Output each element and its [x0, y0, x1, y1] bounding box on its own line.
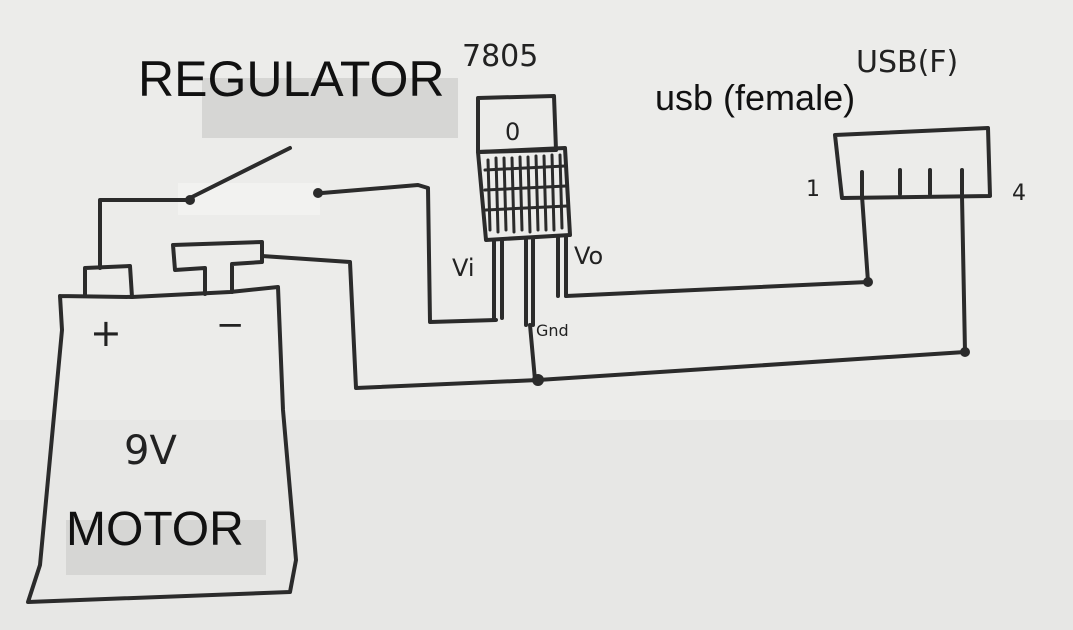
usb-housing	[833, 126, 992, 200]
switch-tape	[178, 183, 320, 215]
usb-typed-label: usb (female)	[655, 77, 855, 118]
wire-ground-rail	[260, 254, 967, 390]
wire-usb-pin1	[860, 194, 870, 284]
vi-label: Vi	[452, 254, 475, 282]
battery-9v	[26, 240, 298, 604]
regulator-hatching	[483, 153, 569, 234]
ic-label: 7805	[462, 39, 538, 74]
pin-vi	[492, 238, 504, 320]
vo-label: Vo	[574, 242, 603, 270]
wire-positive-to-switch	[98, 198, 188, 270]
switch-lever	[188, 146, 292, 200]
usb-handwritten-label: USB(F)	[856, 45, 958, 80]
junction-gnd	[532, 374, 544, 386]
wire-gnd-drop	[528, 323, 537, 382]
regulator-7805	[476, 94, 572, 327]
wire-switch-to-vi	[320, 183, 498, 324]
battery-positive-terminal	[83, 264, 134, 299]
gnd-label: Gnd	[536, 321, 569, 340]
wire-usb-pin4	[960, 194, 967, 354]
pin-gnd	[524, 236, 535, 327]
regulator-body	[476, 146, 572, 242]
wire-vo-to-usb	[564, 280, 870, 298]
usb-pin4-label: 4	[1012, 181, 1026, 206]
regulator-label: REGULATOR	[138, 51, 445, 107]
positive-label: +	[90, 311, 122, 355]
ic-hole-label: 0	[505, 118, 520, 146]
switch	[178, 146, 323, 215]
usb-connector	[833, 126, 992, 200]
pin-vo	[556, 234, 568, 298]
motor-label-box	[66, 520, 266, 575]
usb-pin1-label: 1	[806, 177, 820, 202]
switch-contact	[313, 188, 323, 198]
junction-pin1	[863, 277, 873, 287]
motor-label: MOTOR	[66, 503, 244, 556]
usb-pins	[860, 168, 964, 198]
regulator-label-box	[202, 78, 458, 138]
voltage-label: 9V	[124, 428, 177, 474]
negative-label: −	[216, 305, 245, 345]
battery-negative-terminal	[171, 240, 264, 296]
junction-pin4	[960, 347, 970, 357]
wires	[98, 183, 970, 390]
